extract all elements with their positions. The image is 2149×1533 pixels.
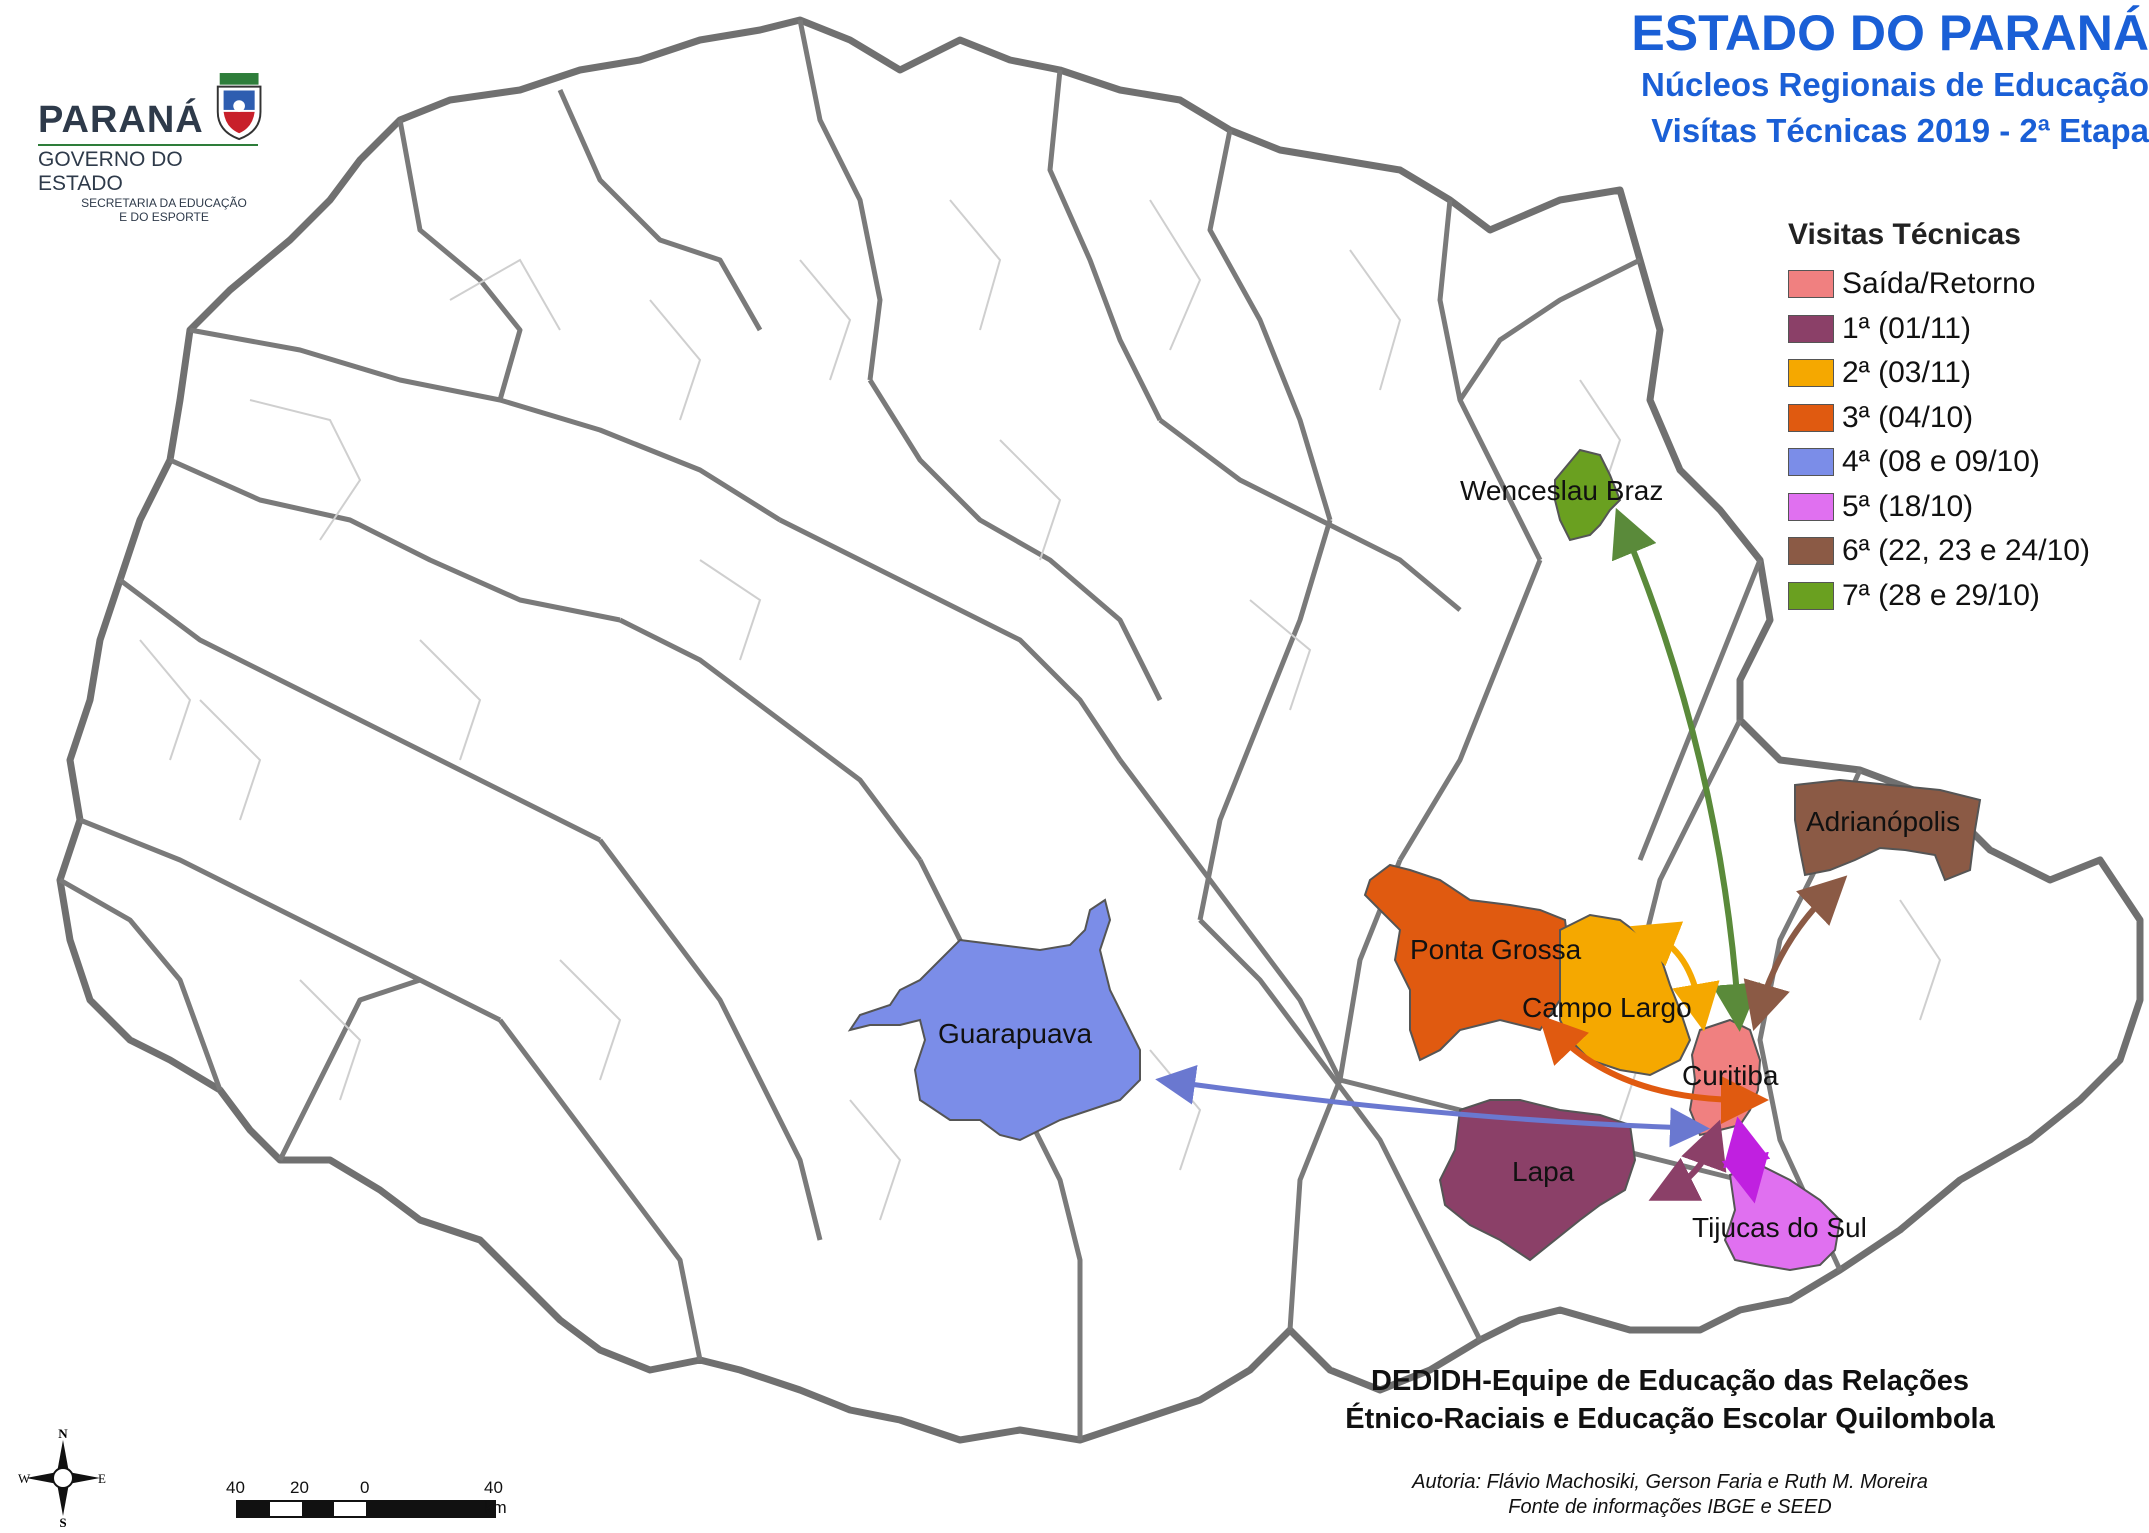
compass-e: E xyxy=(98,1471,106,1486)
scale-segments xyxy=(236,1500,496,1518)
legend-label: 2ª (03/11) xyxy=(1842,356,1971,390)
legend-item: 3ª (04/10) xyxy=(1788,396,2090,441)
label-wenceslau-braz: Wenceslau Braz xyxy=(1460,475,1664,506)
route-arrow-ponta-grossa xyxy=(1538,1014,1769,1124)
legend-swatch xyxy=(1788,314,1834,343)
legend-item: 2ª (03/11) xyxy=(1788,351,2090,396)
route-arrow-adrianopolis xyxy=(1743,875,1848,1032)
region-wenceslau-braz[interactable] xyxy=(1554,448,1622,542)
legend-swatch xyxy=(1788,448,1834,477)
label-curitiba: Curitiba xyxy=(1682,1060,1779,1091)
legend-swatch xyxy=(1788,270,1834,299)
legend-label: 5ª (18/10) xyxy=(1842,489,1974,523)
route-arrow-campo-largo xyxy=(1629,921,1720,1032)
title-visits: Visítas Técnicas 2019 - 2ª Etapa xyxy=(1651,112,2149,149)
label-ponta-grossa: Ponta Grossa xyxy=(1410,934,1582,965)
legend-swatch xyxy=(1788,581,1834,610)
legend-label: 4ª (08 e 09/10) xyxy=(1842,445,2040,479)
credit-line-1: DEDIDH-Equipe de Educação das Relações xyxy=(1371,1365,1969,1397)
coat-of-arms-icon xyxy=(216,73,262,141)
logo-department-1: SECRETARIA DA EDUCAÇÃO xyxy=(81,196,247,210)
logo-department-2: E DO ESPORTE xyxy=(119,210,209,224)
legend-item: 6ª (22, 23 e 24/10) xyxy=(1788,529,2090,574)
legend-swatch xyxy=(1788,359,1834,388)
label-adrianopolis: Adrianópolis xyxy=(1806,806,1961,837)
legend-item: 7ª (28 e 29/10) xyxy=(1788,574,2090,619)
scale-ticks: 40 20 0 40 km xyxy=(226,1478,507,1517)
legend-label: 7ª (28 e 29/10) xyxy=(1842,578,2040,612)
scale-tick: 40 km xyxy=(484,1478,507,1517)
legend-swatch xyxy=(1788,492,1834,521)
label-campo-largo: Campo Largo xyxy=(1522,992,1692,1023)
credit-line-2: Étnico-Raciais e Educação Escolar Quilom… xyxy=(1345,1403,1995,1435)
map-title: ESTADO DO PARANÁ Núcleos Regionais de Ed… xyxy=(1631,4,2149,154)
legend-swatch xyxy=(1788,537,1834,566)
legend: Visitas Técnicas Saída/Retorno 1ª (01/11… xyxy=(1788,218,2090,618)
legend-item: 4ª (08 e 09/10) xyxy=(1788,440,2090,485)
label-tijucas-do-sul: Tijucas do Sul xyxy=(1692,1212,1867,1243)
label-guarapuava: Guarapuava xyxy=(938,1018,1093,1049)
scale-tick: 40 xyxy=(226,1478,245,1497)
author-line: Autoria: Flávio Machosiki, Gerson Faria … xyxy=(1412,1471,1928,1493)
government-logo: PARANÁ GOVERNO DO ESTADO SECRETARIA DA E… xyxy=(38,72,268,224)
scale-tick: 20 xyxy=(290,1478,309,1497)
legend-label: 3ª (04/10) xyxy=(1842,400,1974,434)
compass-rose-icon: N S E W xyxy=(18,1426,108,1530)
title-subtitle: Núcleos Regionais de Educação xyxy=(1641,66,2149,103)
compass-n: N xyxy=(58,1428,68,1441)
legend-label: Saída/Retorno xyxy=(1842,267,2036,301)
source-line: Fonte de informações IBGE e SEED xyxy=(1508,1496,1832,1518)
scale-bar: 40 20 0 40 km xyxy=(226,1478,507,1518)
region-guarapuava[interactable] xyxy=(847,898,1141,1142)
legend-label: 6ª (22, 23 e 24/10) xyxy=(1842,534,2090,568)
route-arrow-wenceslau xyxy=(1611,507,1761,1032)
logo-divider xyxy=(38,144,258,146)
route-arrow-lapa xyxy=(1648,1119,1727,1201)
legend-item: 5ª (18/10) xyxy=(1788,485,2090,530)
legend-item: Saída/Retorno xyxy=(1788,262,2090,307)
label-lapa: Lapa xyxy=(1512,1156,1575,1187)
regional-boundaries xyxy=(58,19,1863,1440)
region-ponta-grossa[interactable] xyxy=(1363,863,1572,1062)
title-state: ESTADO DO PARANÁ xyxy=(1631,5,2149,61)
route-arrow-tijucas xyxy=(1721,1116,1771,1204)
compass-s: S xyxy=(59,1515,66,1528)
legend-swatch xyxy=(1788,403,1834,432)
credit: DEDIDH-Equipe de Educação das Relações É… xyxy=(1300,1362,2040,1438)
logo-government: GOVERNO DO ESTADO xyxy=(38,148,183,195)
legend-item: 1ª (01/11) xyxy=(1788,307,2090,352)
scale-tick: 0 xyxy=(360,1478,370,1497)
region-adrianopolis[interactable] xyxy=(1794,778,1982,882)
compass-w: W xyxy=(18,1471,31,1486)
legend-title: Visitas Técnicas xyxy=(1788,218,2021,251)
route-arrow-guarapuava xyxy=(1155,1064,1710,1148)
authorship: Autoria: Flávio Machosiki, Gerson Faria … xyxy=(1300,1470,2040,1520)
legend-label: 1ª (01/11) xyxy=(1842,311,1971,345)
logo-brand: PARANÁ xyxy=(38,99,204,141)
